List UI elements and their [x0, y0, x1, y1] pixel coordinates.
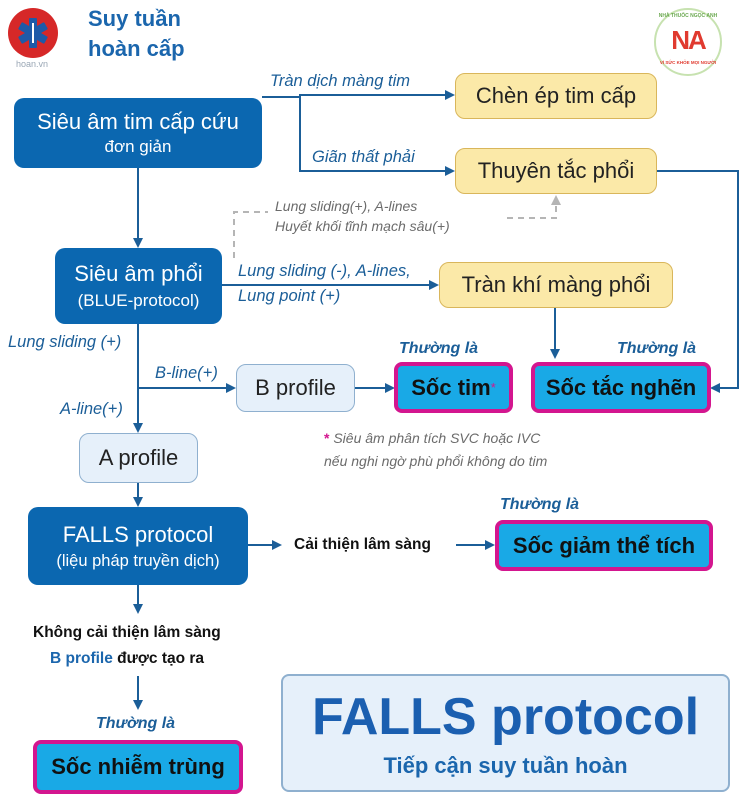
- node-obstructive-shock-label: Sốc tắc nghẽn: [545, 374, 697, 400]
- node-cardiogenic-shock-label: Sốc tim: [411, 374, 491, 400]
- node-septic-shock: Sốc nhiễm trùng: [33, 740, 243, 794]
- edge-pe-to-obstructive: [655, 170, 739, 393]
- title-box-heading: FALLS protocol: [311, 688, 700, 746]
- edge-label-ptx-cond-line2: Lung point (+): [238, 287, 341, 305]
- node-simple-echo-line1: Siêu âm tim cấp cứu: [37, 109, 239, 134]
- node-obstructive-shock: Sốc tắc nghẽn: [531, 362, 711, 413]
- edge-label-ptx-cond-line1: Lung sliding (-), A-lines,: [238, 262, 411, 280]
- edge-label-pericardial-effusion: Tràn dịch màng tim: [270, 72, 410, 90]
- node-tamponade: Chèn ép tim cấp: [455, 73, 657, 119]
- edge-label-b-line: B-line(+): [155, 364, 218, 382]
- edge-to-pe: [299, 97, 455, 176]
- node-simple-cardiac-echo: Siêu âm tim cấp cứu đơn giản: [14, 98, 262, 168]
- header-title-line1: Suy tuần: [88, 6, 181, 31]
- edge-label-b-profile-created: B profile được tạo ra: [50, 650, 204, 668]
- footnote-line1: * Siêu âm phân tích SVC hoặc IVC: [324, 428, 540, 448]
- node-falls-protocol: FALLS protocol (liệu pháp truyền dịch): [28, 507, 248, 585]
- node-cardiogenic-shock: Sốc tim*: [394, 362, 513, 413]
- brand-logo: NHÀ THUỐC NGỌC ANH NA VÌ SỨC KHỎE MỌI NG…: [654, 8, 722, 76]
- node-pneumothorax: Tràn khí màng phổi: [439, 262, 673, 308]
- node-b-profile-label: B profile: [255, 375, 336, 400]
- usually-label-hypovolemic: Thường là: [500, 496, 580, 513]
- node-falls-line2: (liệu pháp truyền dịch): [56, 551, 220, 570]
- edge-label-no-improve: Không cải thiện lâm sàng: [33, 624, 221, 641]
- usually-label-obstructive: Thường là: [617, 340, 697, 357]
- node-b-profile: B profile: [236, 364, 355, 412]
- edge-label-lung-sliding-pos: Lung sliding (+): [8, 333, 122, 351]
- star-of-life-icon: [18, 18, 48, 48]
- node-lung-echo: Siêu âm phổi (BLUE-protocol): [55, 248, 222, 324]
- node-tamponade-label: Chèn ép tim cấp: [475, 83, 637, 108]
- title-box-subtitle: Tiếp cận suy tuần hoàn: [383, 753, 628, 778]
- title-box: FALLS protocol Tiếp cận suy tuần hoàn: [281, 674, 730, 792]
- b-profile-created-rest: được tạo ra: [112, 650, 205, 667]
- node-hypovolemic-shock-label: Sốc giảm thể tích: [512, 532, 696, 558]
- node-septic-shock-label: Sốc nhiễm trùng: [51, 754, 225, 779]
- node-pulmonary-embolism: Thuyên tắc phổi: [455, 148, 657, 194]
- usually-label-septic: Thường là: [96, 715, 176, 732]
- brand-logo-bottom-text: VÌ SỨC KHỎE MỌI NGƯỜI: [659, 60, 717, 65]
- footnote-line2: nếu nghi ngờ phù phổi không do tim: [324, 453, 548, 469]
- logo-caption: hoan.vn: [16, 59, 49, 69]
- edge-label-a-line: A-line(+): [60, 400, 123, 418]
- edge-dashed-pe: [233, 197, 556, 258]
- emergency-logo: [8, 8, 58, 58]
- edge-label-pe-cond-line2: Huyết khối tĩnh mạch sâu(+): [275, 218, 450, 234]
- node-pe-label: Thuyên tắc phổi: [477, 158, 635, 183]
- footnote-star: *: [324, 430, 330, 446]
- b-profile-highlight: B profile: [50, 650, 113, 667]
- edge-label-clinical-improve: Cải thiện lâm sàng: [294, 536, 431, 553]
- node-lung-echo-line2: (BLUE-protocol): [77, 291, 200, 310]
- node-a-profile-label: A profile: [98, 445, 179, 470]
- edge-label-pe-cond-line1: Lung sliding(+), A-lines: [275, 198, 418, 214]
- brand-monogram: NA: [671, 25, 707, 55]
- node-hypovolemic-shock: Sốc giảm thể tích: [495, 520, 713, 571]
- footnote-mark: *: [490, 380, 496, 395]
- footnote-text1: Siêu âm phân tích SVC hoặc IVC: [329, 430, 541, 446]
- header-title-line2: hoàn cấp: [88, 36, 185, 61]
- brand-logo-top-text: NHÀ THUỐC NGỌC ANH: [658, 13, 718, 19]
- node-a-profile: A profile: [79, 433, 198, 483]
- node-ptx-label: Tràn khí màng phổi: [461, 272, 651, 297]
- node-simple-echo-line2: đơn giản: [104, 137, 172, 156]
- node-lung-echo-line1: Siêu âm phổi: [74, 261, 203, 286]
- usually-label-cardiogenic: Thường là: [399, 340, 479, 357]
- node-falls-line1: FALLS protocol: [62, 521, 214, 547]
- edge-label-rv-dilation: Giãn thất phải: [312, 148, 415, 166]
- edge-to-tamponade: [262, 90, 455, 100]
